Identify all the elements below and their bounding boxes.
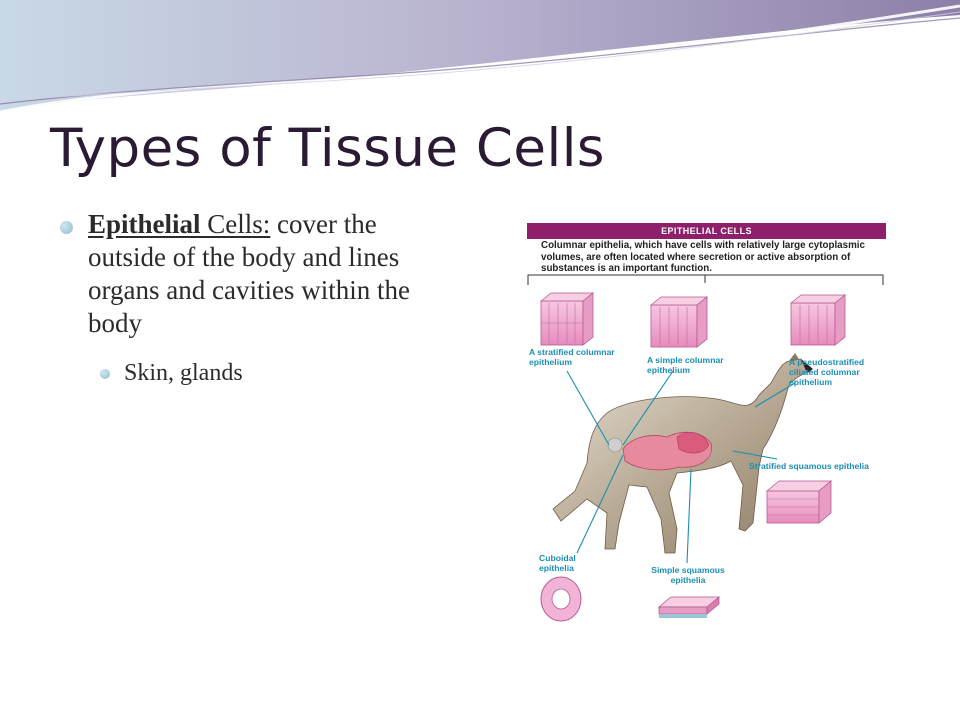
label-pseudostratified: A pseudostratified ciliated columnar epi…	[789, 357, 865, 387]
bullet-epithelial: Epithelial Cells: cover the outside of t…	[60, 208, 460, 340]
label-stratified-columnar: A stratified columnar epithelium	[529, 347, 615, 367]
stratified-columnar-cube-icon	[539, 292, 595, 346]
leader-lines	[566, 370, 796, 564]
simple-squamous-sheet-icon	[657, 596, 721, 618]
bullet-dot-icon	[60, 221, 73, 234]
term-suffix: Cells:	[200, 209, 271, 239]
term-epithelial: Epithelial	[88, 209, 201, 239]
label-cuboidal: Cuboidal epithelia	[539, 553, 576, 573]
sub-bullet-dot-icon	[100, 369, 110, 379]
figure-header: EPITHELIAL CELLS	[527, 223, 886, 239]
epithelial-cells-figure: EPITHELIAL CELLS Columnar epithelia, whi…	[527, 223, 886, 623]
slide-title: Types of Tissue Cells	[50, 118, 606, 179]
label-simple-columnar: A simple columnar epithelium	[647, 355, 724, 375]
bullet-description: cover the outside of the body and lines …	[88, 209, 410, 338]
figure-illustration	[527, 274, 884, 622]
stratified-squamous-cube-icon	[765, 480, 833, 524]
sub-bullet-skin-glands: Skin, glands	[100, 358, 460, 388]
sub-bullet-text: Skin, glands	[124, 360, 243, 386]
bullet-list: Epithelial Cells: cover the outside of t…	[60, 208, 460, 388]
header-swoosh-decoration	[0, 0, 960, 114]
label-stratified-squamous: Stratified squamous epithelia	[749, 461, 869, 471]
simple-columnar-cube-icon	[649, 296, 709, 348]
wolf-illustration	[552, 353, 813, 554]
cuboidal-ring-icon	[540, 576, 582, 622]
label-simple-squamous: Simple squamous epithelia	[651, 565, 725, 585]
pseudostratified-cube-icon	[789, 294, 847, 346]
figure-description: Columnar epithelia, which have cells wit…	[541, 240, 865, 274]
